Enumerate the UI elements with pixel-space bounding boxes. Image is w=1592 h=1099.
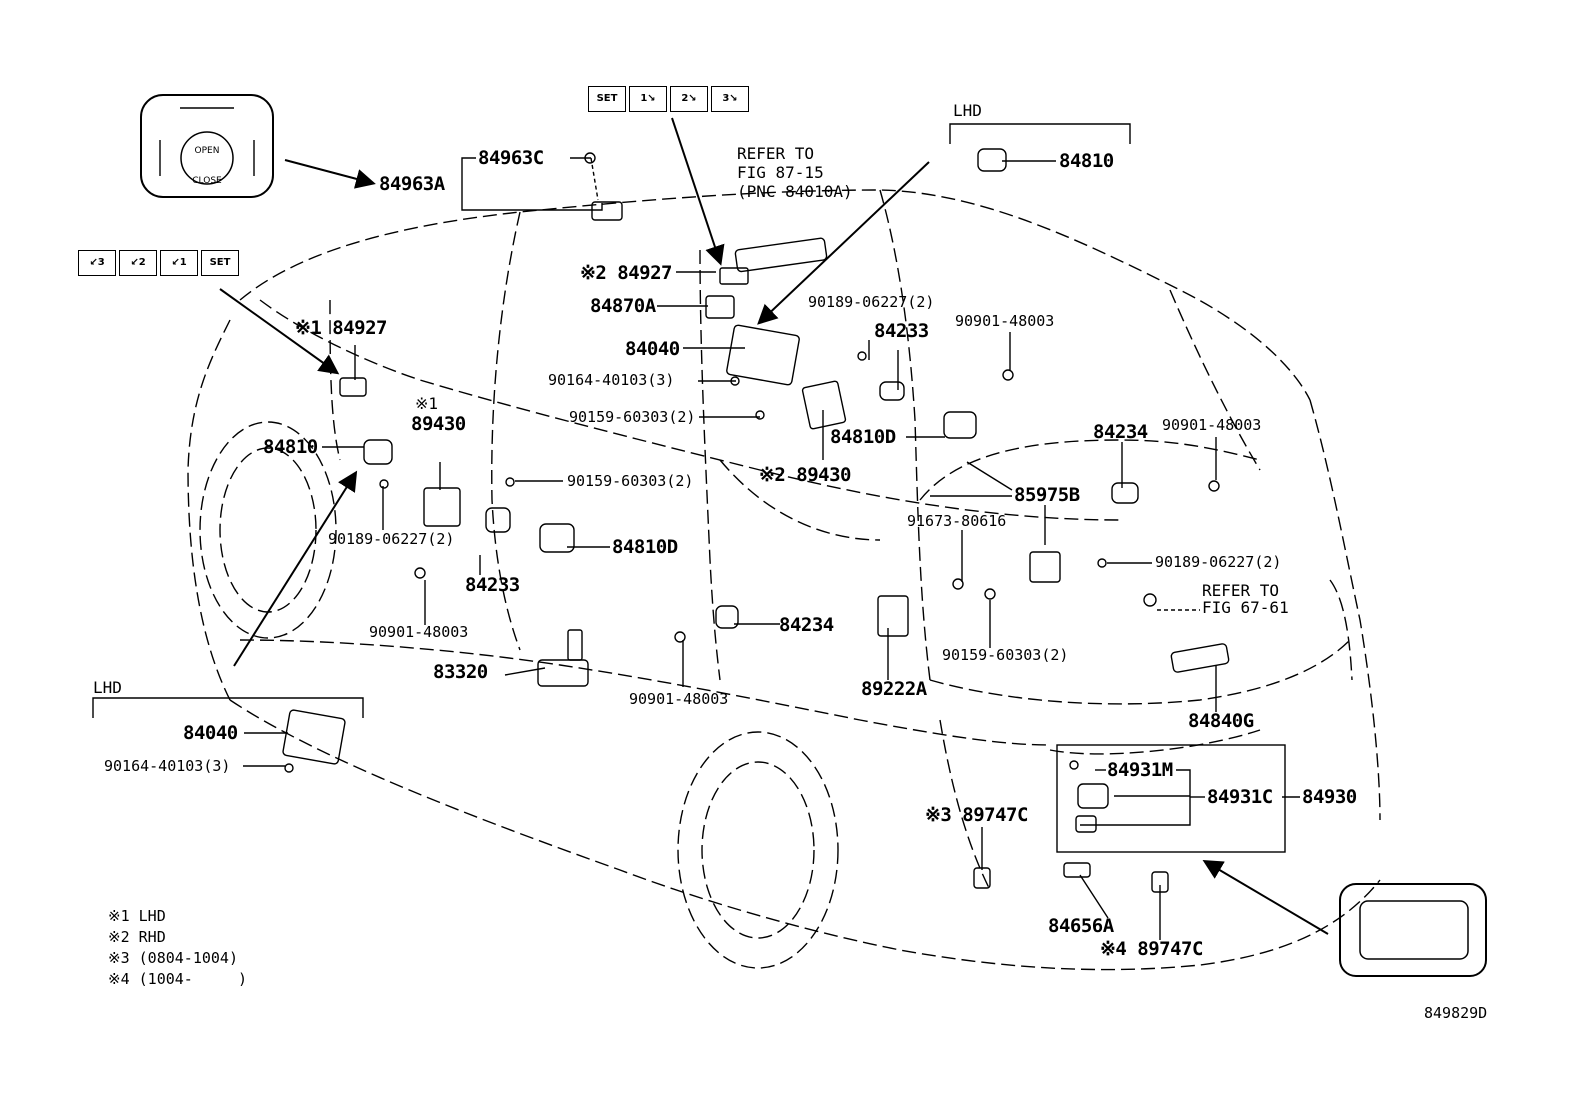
- memory-1-button-label: ↙1: [160, 250, 198, 276]
- part-label: 90901-48003: [1162, 416, 1262, 434]
- part-label: 84810D: [612, 536, 678, 558]
- section-lhd-bottom: LHD: [93, 678, 122, 697]
- part-label: 84233: [465, 574, 520, 596]
- part-label: 90901-48003: [955, 312, 1055, 330]
- part-label: 84840G: [1188, 710, 1254, 732]
- svg-text:OPEN: OPEN: [195, 146, 220, 156]
- part-label: 84810D: [830, 426, 896, 448]
- section-lhd-top: LHD: [953, 101, 982, 120]
- set-button-label: SET: [588, 86, 626, 112]
- part-label: 90159-60303(2): [569, 408, 696, 426]
- memory-2-button-label: 2↘: [670, 86, 708, 112]
- part-label: 90189-06227(2): [808, 293, 935, 311]
- memory-2-button-label: ↙2: [119, 250, 157, 276]
- part-label: 84870A: [590, 295, 656, 317]
- part-label: ※2 84927: [580, 262, 673, 284]
- svg-text:CLOSE: CLOSE: [192, 176, 222, 186]
- part-label: 84963C: [478, 147, 544, 169]
- footnote-4: ※4 (1004- ): [108, 970, 247, 988]
- part-label: 84810: [1059, 150, 1114, 172]
- part-label: 84234: [779, 614, 834, 636]
- part-label: 84931M: [1107, 759, 1173, 781]
- part-label: 84233: [874, 320, 929, 342]
- part-label: 90189-06227(2): [1155, 553, 1282, 571]
- footnote-2: ※2 RHD: [108, 928, 166, 946]
- seat-memory-buttons-top: SET 1↘ 2↘ 3↘: [588, 86, 752, 112]
- part-label: ※3 89747C: [925, 804, 1028, 826]
- refer-fig-87-line2: FIG 87-15: [737, 163, 824, 182]
- part-label: 84810: [263, 436, 318, 458]
- part-label: 90901-48003: [369, 623, 469, 641]
- part-label: ※2 89430: [759, 464, 852, 486]
- set-button-label: SET: [201, 250, 239, 276]
- part-label: 84234: [1093, 421, 1148, 443]
- part-label: ※1 84927: [295, 317, 388, 339]
- diagram-id: 849829D: [1424, 1004, 1488, 1022]
- part-label: 84930: [1302, 786, 1357, 808]
- part-label: 90901-48003: [629, 690, 729, 708]
- part-label: 84931C: [1207, 786, 1273, 808]
- part-label: 90164-40103(3): [548, 371, 675, 389]
- part-label: 84040: [625, 338, 680, 360]
- part-label: 90189-06227(2): [328, 530, 455, 548]
- footnote-3: ※3 (0804-1004): [108, 949, 238, 967]
- part-label: 89222A: [861, 678, 927, 700]
- footnote-1: ※1 LHD: [108, 907, 166, 925]
- memory-3-button-label: 3↘: [711, 86, 749, 112]
- part-label: 84656A: [1048, 915, 1114, 937]
- part-label: ※4 89747C: [1100, 938, 1203, 960]
- part-label: 89430: [411, 413, 466, 435]
- part-label: 90164-40103(3): [104, 757, 231, 775]
- part-label: 90159-60303(2): [942, 646, 1069, 664]
- part-label: ※1: [415, 394, 439, 413]
- part-label: 85975B: [1014, 484, 1080, 506]
- part-label: 90159-60303(2): [567, 472, 694, 490]
- refer-fig-67-line2: FIG 67-61: [1202, 598, 1289, 617]
- part-label: 91673-80616: [907, 512, 1007, 530]
- refer-fig-87-line1: REFER TO: [737, 144, 815, 163]
- part-label: 84963A: [379, 173, 445, 195]
- refer-fig-87-line3: (PNC 84010A): [737, 182, 853, 201]
- keypad-icons: OPEN CLOSE: [192, 146, 222, 186]
- part-label: 83320: [433, 661, 488, 683]
- memory-1-button-label: 1↘: [629, 86, 667, 112]
- memory-3-button-label: ↙3: [78, 250, 116, 276]
- seat-memory-buttons-left: ↙3 ↙2 ↙1 SET: [78, 250, 242, 276]
- part-label: 84040: [183, 722, 238, 744]
- refer-fig-67-line1: REFER TO: [1202, 581, 1280, 600]
